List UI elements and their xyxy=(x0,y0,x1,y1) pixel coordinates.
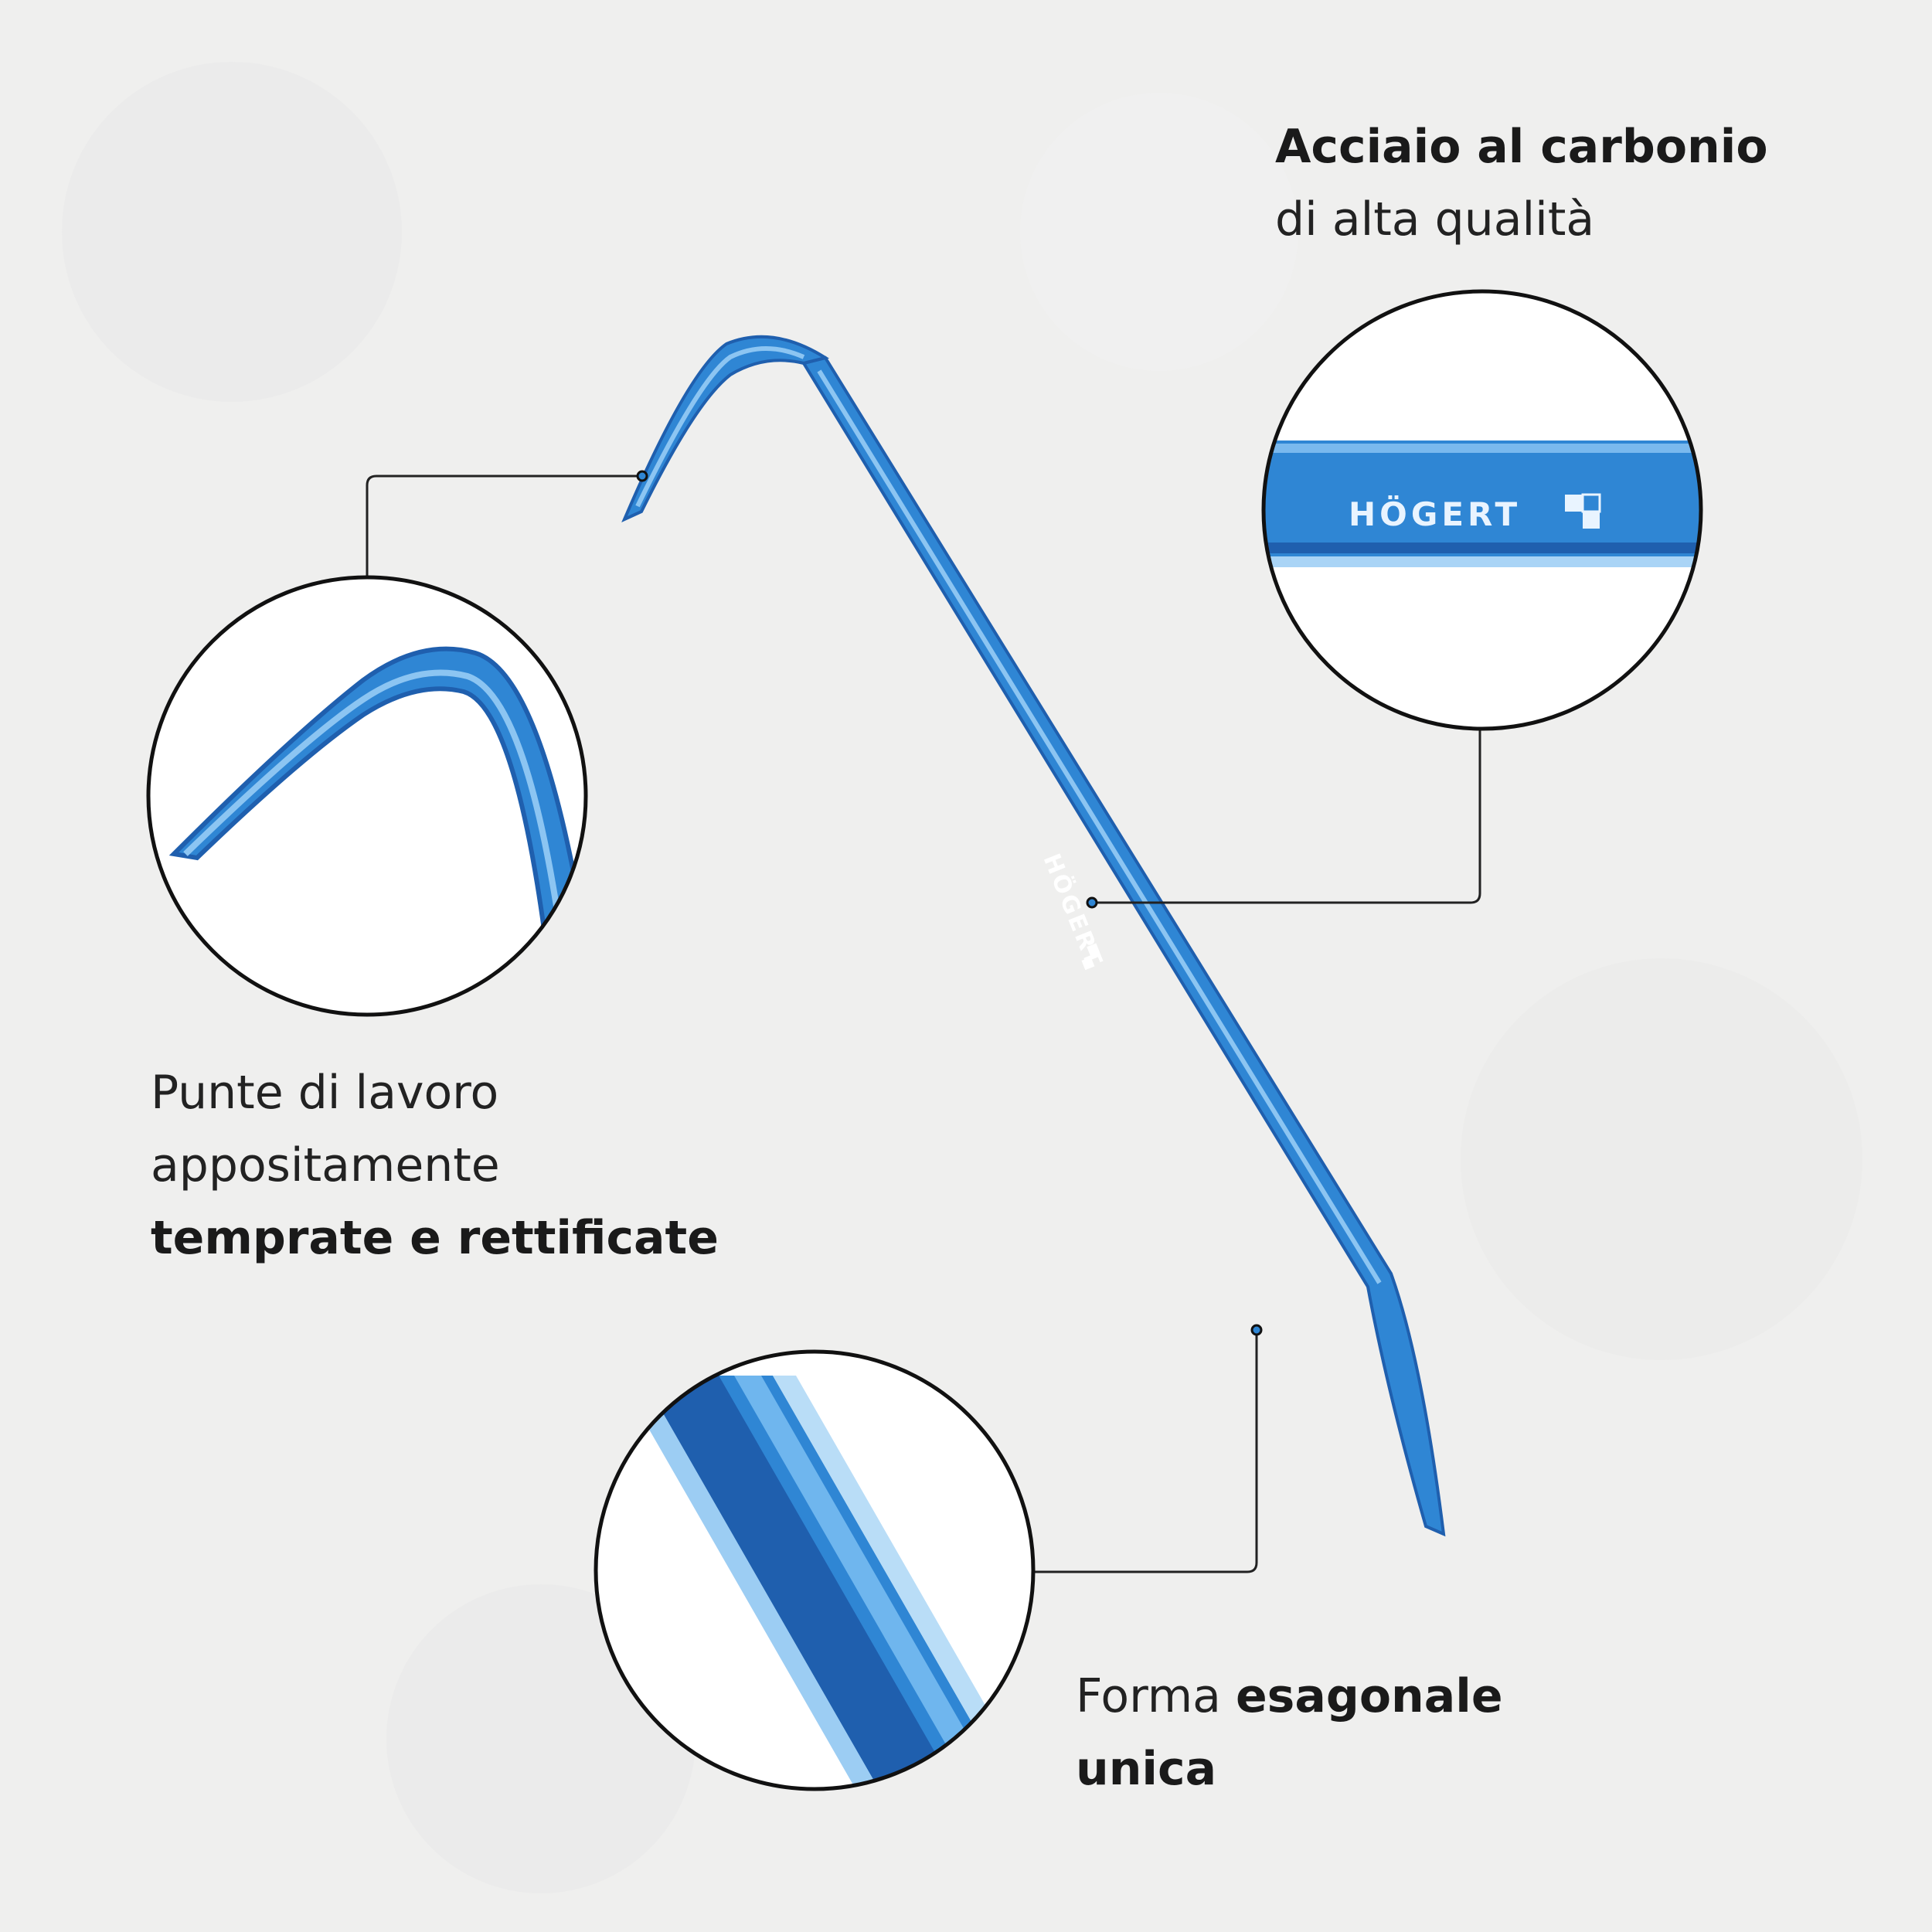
shaft-logo-text: HÖGERT xyxy=(1038,849,1110,971)
shaft-logo: HÖGERT xyxy=(1038,849,1110,971)
caption-steel: Acciaio al carbonio di alta qualità xyxy=(1275,111,1768,256)
callout-dot-tips xyxy=(636,470,648,482)
callout-line-tips xyxy=(366,474,642,577)
callout-dots xyxy=(636,470,1263,1336)
zoom-circle-tip xyxy=(146,575,588,1017)
caption-tips: Punte di lavoro appositamente temprate e… xyxy=(151,1056,719,1274)
callout-dot-steel xyxy=(1086,896,1098,909)
caption-hex: Forma esagonale unica xyxy=(1076,1660,1503,1805)
crowbar-shaft-highlight xyxy=(817,369,1382,1284)
caption-hex-normal: Forma xyxy=(1076,1669,1236,1723)
caption-tips-bold: temprate e rettificate xyxy=(151,1211,719,1265)
callout-lines xyxy=(366,474,1481,1573)
zoom-circle-hex xyxy=(594,1349,1036,1791)
callout-line-hex xyxy=(1034,1330,1258,1573)
zoom-circle-logo: HÖGERT xyxy=(1261,289,1703,731)
crowbar-shaft xyxy=(801,355,1446,1537)
caption-steel-normal: di alta qualità xyxy=(1275,192,1595,247)
zoom-logo-text: HÖGERT xyxy=(1349,495,1521,533)
crowbar-hook xyxy=(621,335,830,522)
caption-hex-bold-1: esagonale xyxy=(1235,1669,1503,1723)
caption-tips-line2: appositamente xyxy=(151,1138,500,1192)
caption-tips-line1: Punte di lavoro xyxy=(151,1066,499,1120)
caption-hex-bold-2: unica xyxy=(1076,1742,1217,1796)
caption-steel-bold: Acciaio al carbonio xyxy=(1275,120,1768,174)
crowbar-hook-highlight xyxy=(635,346,805,508)
callout-line-steel xyxy=(1092,730,1481,904)
callout-dot-hex xyxy=(1250,1324,1263,1336)
